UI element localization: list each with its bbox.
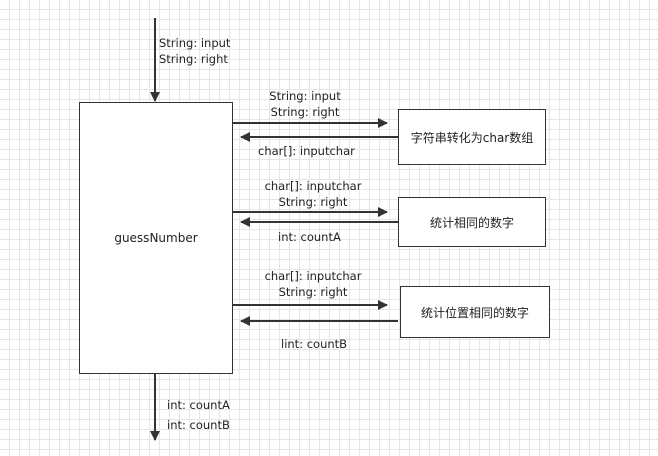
send-label: String: right (278, 285, 348, 299)
output-labels: int: countA int: countB (167, 395, 230, 435)
main-box: guessNumber (79, 102, 233, 374)
main-box-label: guessNumber (114, 231, 198, 245)
call-3-box-label: 统计位置相同的数字 (420, 305, 529, 320)
call-1-box-label: 字符串转化为char数组 (410, 130, 534, 145)
call-1-send-labels: String: input String: right (254, 88, 356, 120)
call-2-send-labels: char[]: inputchar String: right (254, 178, 372, 210)
call-3-return-label: lint: countB (281, 337, 348, 351)
call-2-box-label: 统计相同的数字 (429, 215, 514, 230)
input-label: String: input (159, 36, 231, 50)
send-label: String: right (278, 195, 348, 209)
call-3-send-labels: char[]: inputchar String: right (254, 268, 372, 300)
send-label: char[]: inputchar (264, 179, 362, 193)
send-label: char[]: inputchar (264, 269, 362, 283)
output-label: int: countB (167, 418, 230, 432)
call-2-box: 统计相同的数字 (398, 197, 546, 247)
output-label: int: countA (167, 398, 230, 412)
send-label: String: right (270, 105, 340, 119)
send-label: String: input (269, 89, 341, 103)
input-label: String: right (159, 52, 228, 66)
call-3-box: 统计位置相同的数字 (400, 286, 550, 338)
call-1-box: 字符串转化为char数组 (398, 109, 546, 165)
input-labels: String: input String: right (159, 35, 230, 67)
call-1-return-label: char[]: inputchar (258, 144, 355, 158)
call-2-return-label: int: countA (278, 230, 341, 244)
